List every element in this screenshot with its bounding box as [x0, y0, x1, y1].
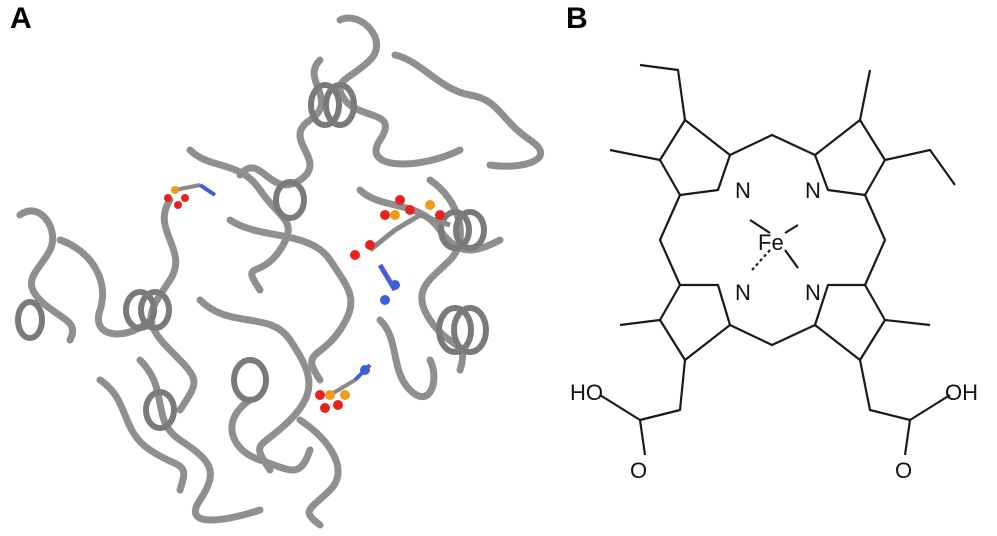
heme-bonds: [599, 63, 956, 456]
atom-fe: Fe: [758, 230, 784, 255]
atom-oh-right: OH: [945, 380, 978, 405]
protein-ribbon-structure: [15, 14, 545, 529]
ligand-center-right: [350, 195, 451, 305]
atom-n-3: N: [735, 280, 751, 305]
atom-n-2: N: [805, 178, 821, 203]
heme-structure: N N N N Fe HO OH O O: [570, 63, 978, 483]
ligand-lower: [315, 363, 372, 413]
atom-o-right: O: [895, 458, 912, 483]
panel-label-b: B: [566, 2, 588, 35]
atom-n-4: N: [805, 280, 821, 305]
atom-o-left: O: [630, 458, 647, 483]
atom-ho-left: HO: [570, 380, 603, 405]
heme-atom-labels: N N N N Fe HO OH O O: [570, 178, 978, 483]
alpha-helices: [15, 82, 489, 431]
atom-n-1: N: [735, 178, 751, 203]
ligand-upper-left: [164, 183, 217, 209]
ribbon-strands: [16, 14, 545, 529]
panel-label-a: A: [10, 2, 32, 35]
